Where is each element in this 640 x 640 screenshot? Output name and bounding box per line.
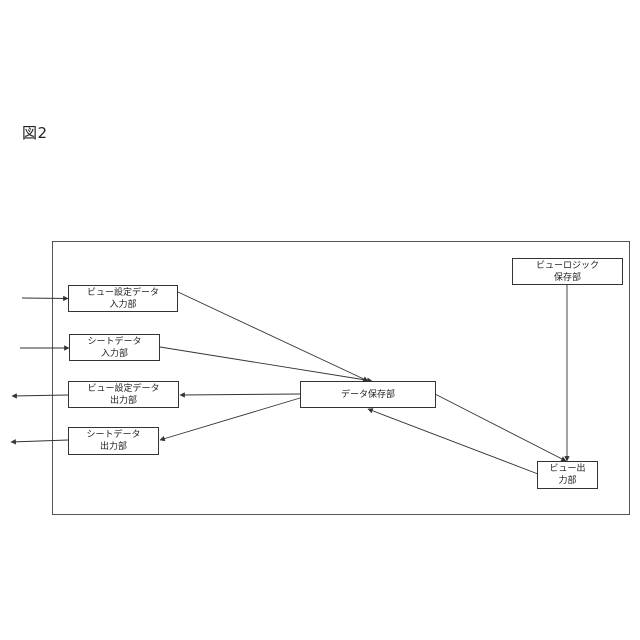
view-logic-storage-line1: ビューロジック [536,260,599,272]
sheet-output-box: シートデータ 出力部 [68,427,159,455]
view-settings-output-line2: 出力部 [110,395,137,407]
view-settings-input-box: ビュー設定データ 入力部 [68,285,178,312]
sheet-input-box: シートデータ 入力部 [69,334,160,361]
view-settings-input-line1: ビュー設定データ [87,287,159,299]
data-storage-label: データ保存部 [341,389,395,401]
view-logic-storage-line2: 保存部 [554,272,581,284]
view-settings-output-box: ビュー設定データ 出力部 [68,381,179,408]
view-output-line2: 力部 [558,475,576,487]
sheet-output-line1: シートデータ [86,429,140,441]
sheet-output-line2: 出力部 [100,441,127,453]
view-logic-storage-box: ビューロジック 保存部 [512,258,623,285]
sheet-input-line1: シートデータ [87,336,141,348]
view-settings-input-line2: 入力部 [109,299,136,311]
sheet-input-line2: 入力部 [101,348,128,360]
data-storage-box: データ保存部 [300,381,436,408]
view-settings-output-line1: ビュー設定データ [87,383,159,395]
figure-label: 図2 [22,122,48,143]
view-output-box: ビュー出 力部 [537,461,598,489]
view-output-line1: ビュー出 [549,463,585,475]
